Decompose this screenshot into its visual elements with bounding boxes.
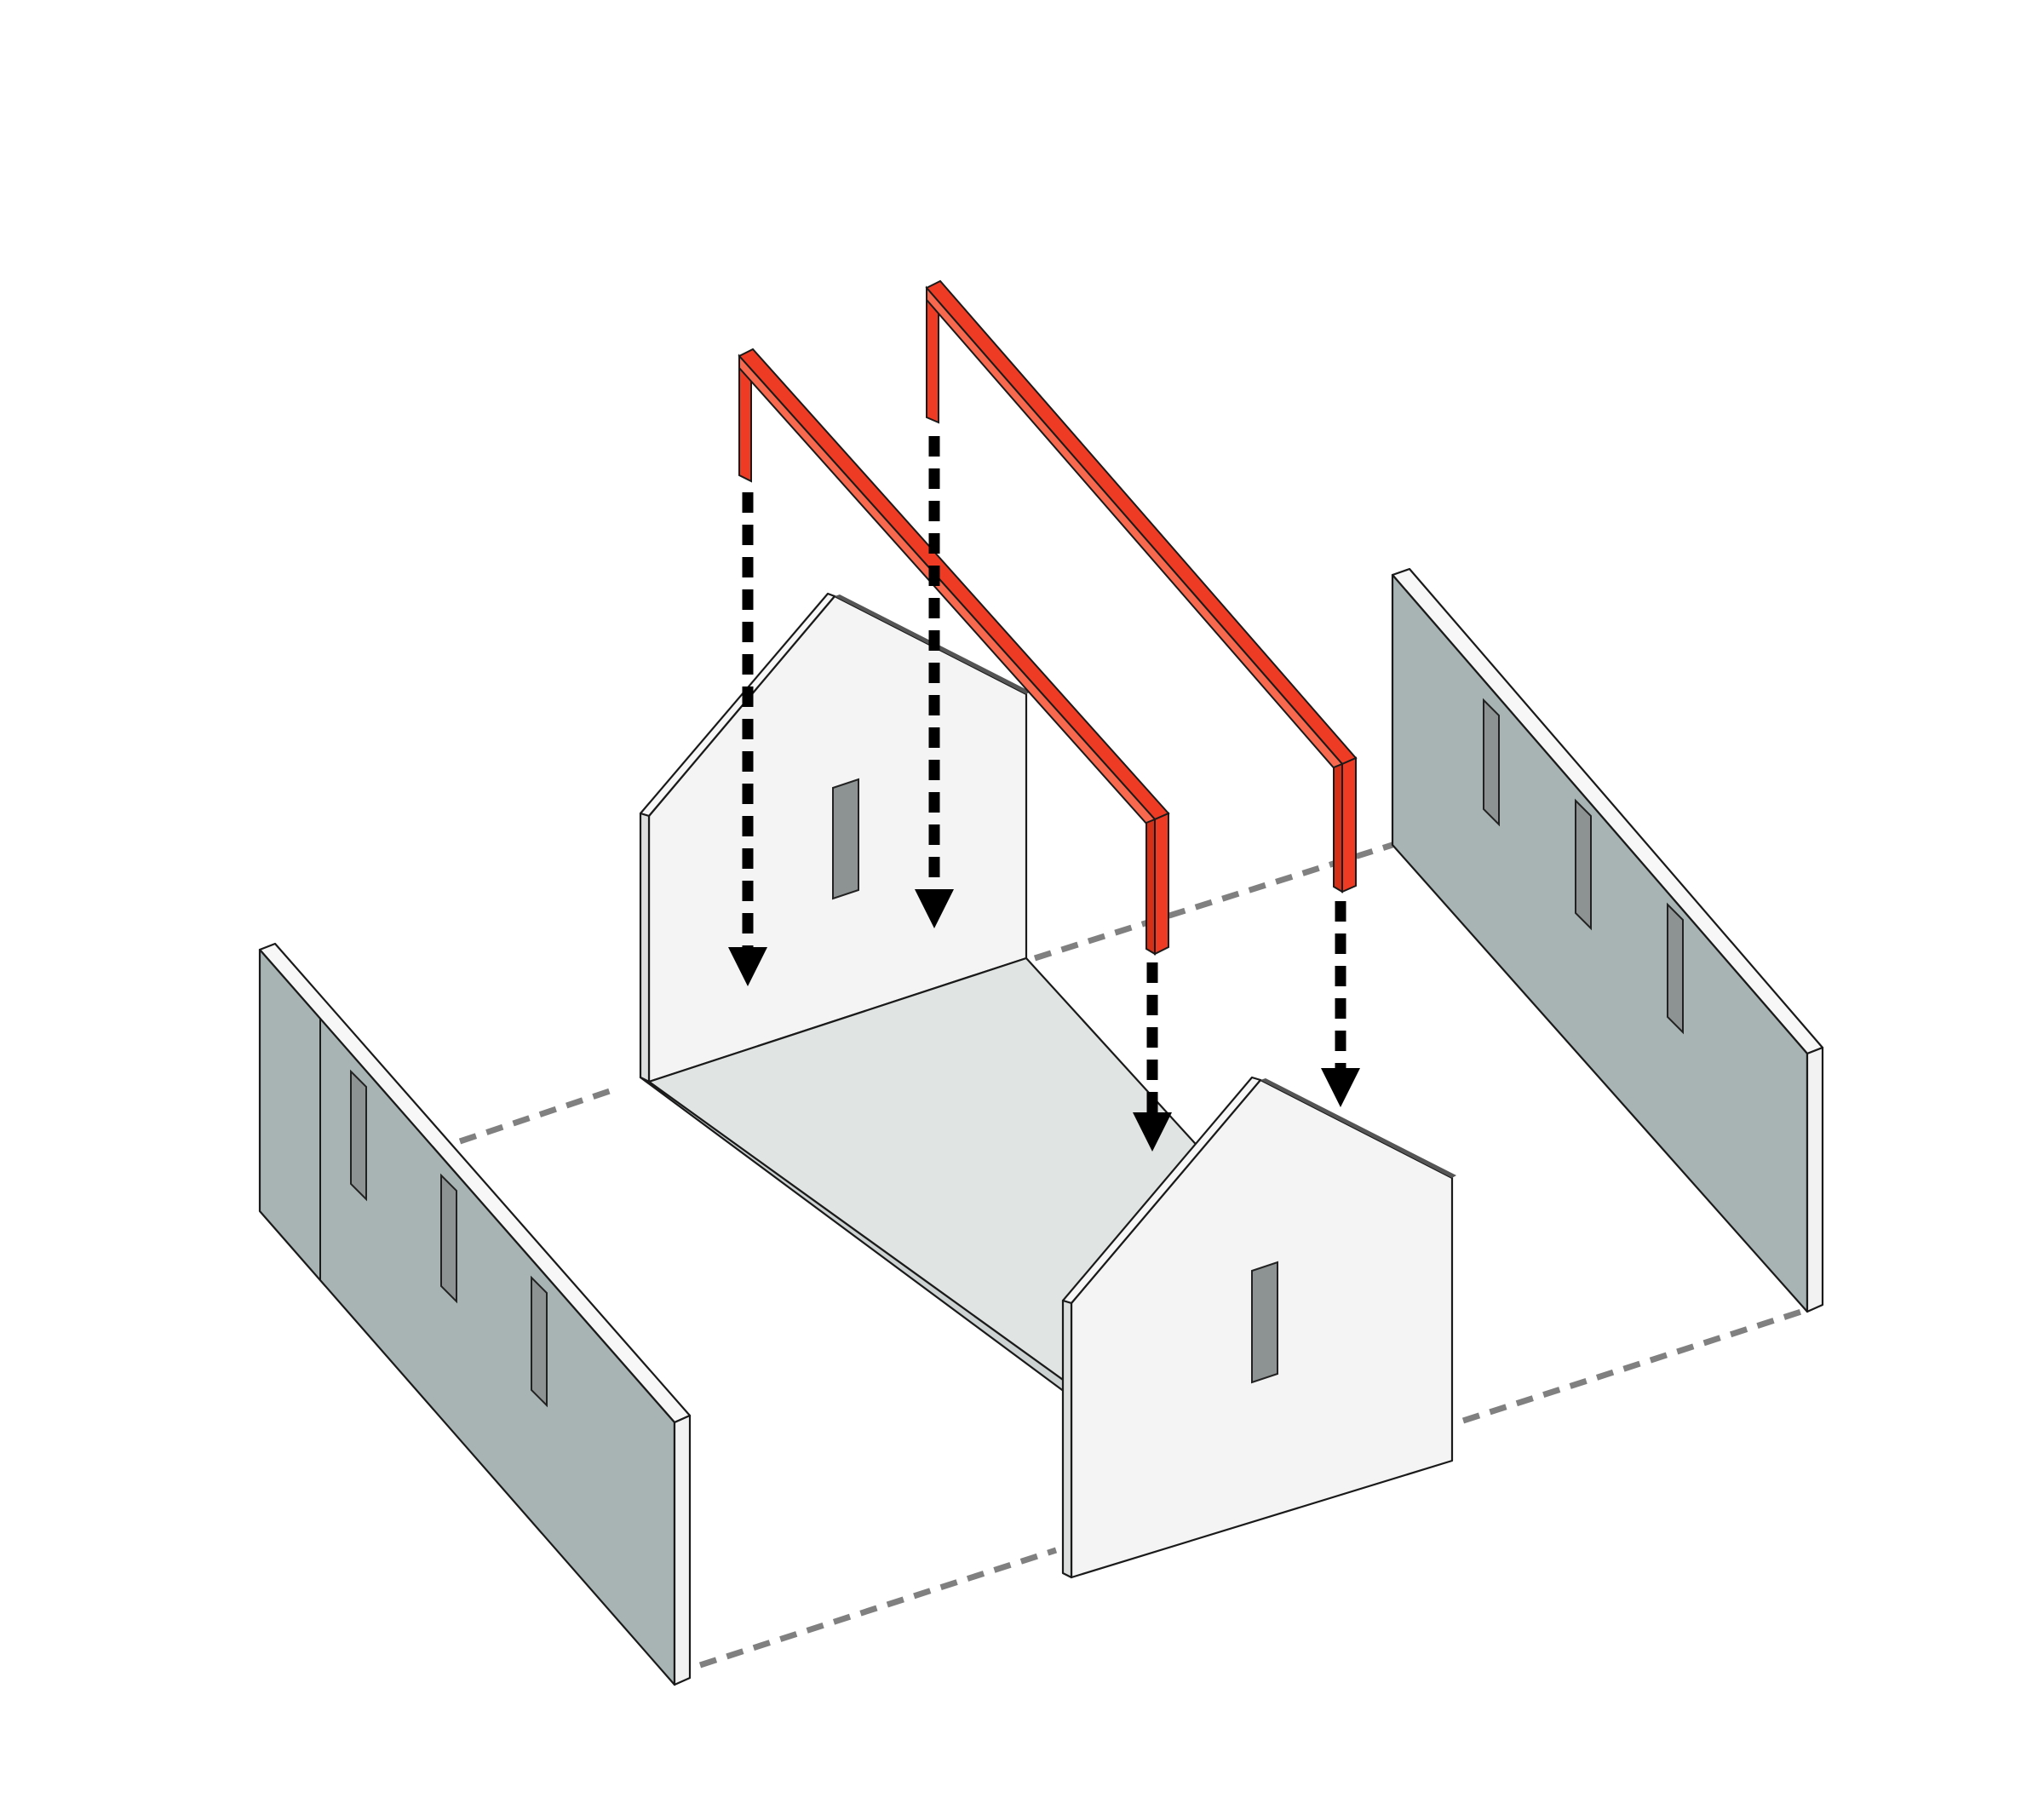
portal-frame-2 [925, 279, 1358, 893]
front-gable-wall [1061, 1076, 1456, 1579]
frame-1-right-post [1154, 812, 1169, 956]
left-wall-window-2 [440, 1173, 457, 1304]
left-wall-window-1 [350, 1069, 367, 1202]
front-gable-left-edge [1061, 1299, 1073, 1579]
front-gable-roof-right-edge [1260, 1078, 1456, 1178]
back-gable-window [832, 778, 859, 900]
ground-line-front-right [1461, 1308, 1803, 1424]
placement-arrows [742, 436, 1346, 1112]
right-wall-end-edge [1806, 1046, 1824, 1313]
frame-2-left-post [926, 295, 939, 424]
right-wall-face [1391, 573, 1809, 1313]
arrowhead-3 [1133, 1112, 1172, 1152]
frame-1-right-post-face [1145, 818, 1156, 956]
frame-2-right-post-face [1333, 762, 1343, 893]
right-wall-window-2 [1575, 798, 1592, 931]
arrowhead-4 [1321, 1068, 1360, 1107]
arrowhead-1 [728, 947, 767, 986]
frame-2-right-post [1341, 756, 1357, 893]
frame-1-left-post [738, 365, 752, 483]
left-wall-end-edge [673, 1414, 692, 1686]
back-gable-left-edge [639, 812, 651, 1083]
front-gable-window [1251, 1261, 1278, 1384]
ground-line-front-left [698, 1547, 1058, 1669]
left-side-wall [258, 942, 692, 1686]
ground-line-left-back [458, 1085, 619, 1145]
right-wall-window-3 [1667, 902, 1684, 1035]
arrowhead-2 [915, 889, 954, 928]
arrowheads [728, 889, 1360, 1152]
right-wall-window-1 [1483, 698, 1500, 827]
left-wall-face [258, 948, 676, 1686]
left-wall-window-3 [531, 1275, 548, 1408]
portal-frame-1 [738, 348, 1170, 956]
right-side-wall [1391, 567, 1824, 1313]
